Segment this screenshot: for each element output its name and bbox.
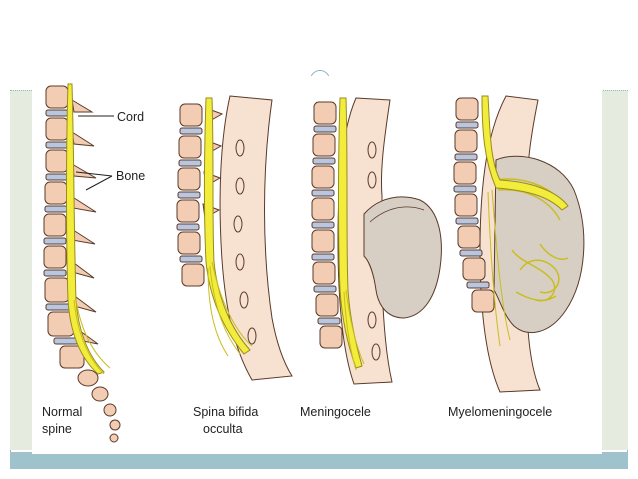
caption-spina-bifida-line1: Spina bifida xyxy=(193,405,258,419)
normal-spine-illustration xyxy=(43,83,121,443)
myelomeningocele-illustration xyxy=(453,95,585,393)
meningocele-illustration xyxy=(311,97,442,385)
caption-myelomeningocele: Myelomeningocele xyxy=(448,405,552,419)
bone-label: Bone xyxy=(116,169,145,183)
cord-label: Cord xyxy=(117,110,144,124)
caption-spina-bifida-line2: occulta xyxy=(203,422,243,436)
caption-meningocele: Meningocele xyxy=(300,405,371,419)
slide-bottom-bar xyxy=(10,452,628,469)
spina-bifida-occulta-illustration xyxy=(176,95,293,381)
caption-normal-line1: Normal xyxy=(42,405,82,419)
caption-normal-line2: spine xyxy=(42,422,72,436)
label-leader-lines xyxy=(75,115,114,191)
